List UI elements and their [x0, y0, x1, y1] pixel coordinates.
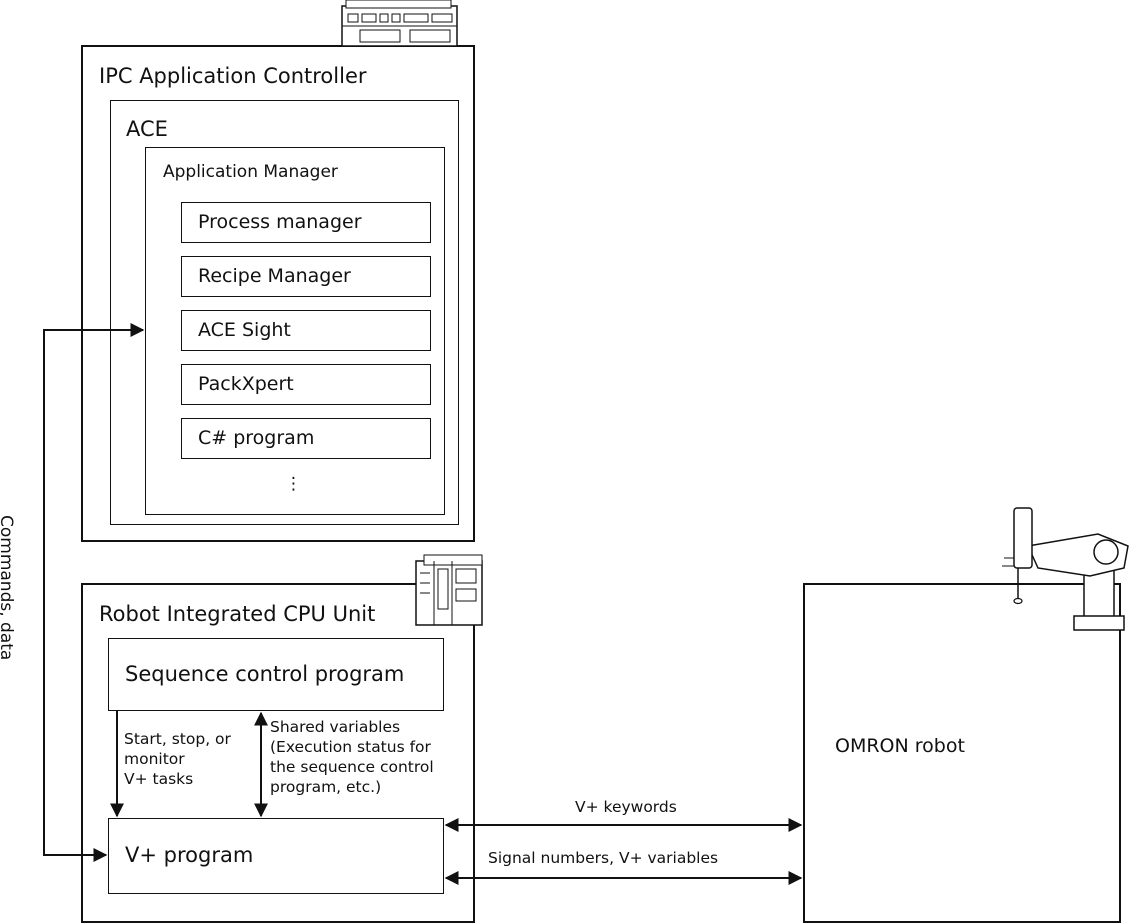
commands-data-label: Commands, data: [0, 515, 16, 661]
packxpert-module: PackXpert: [181, 364, 431, 405]
sequence-control-program-label: Sequence control program: [125, 662, 405, 686]
omron-robot-box: [803, 583, 1121, 923]
process-manager-module: Process manager: [181, 202, 431, 243]
ace-sight-module: ACE Sight: [181, 310, 431, 351]
cpu-unit-hardware-icon: [415, 554, 483, 626]
ipc-hardware-icon: [341, 0, 458, 47]
recipe-manager-module: Recipe Manager: [181, 256, 431, 297]
scara-robot-icon: [1002, 507, 1129, 631]
more-modules-ellipsis: ⋮: [285, 474, 302, 494]
shared-variables-label-4: program, etc.): [270, 778, 382, 796]
start-stop-label-3: V+ tasks: [124, 770, 194, 788]
ipc-controller-title: IPC Application Controller: [99, 64, 367, 88]
vplus-program-box: [108, 818, 444, 894]
shared-variables-label-1: Shared variables: [270, 718, 401, 736]
csharp-program-module: C# program: [181, 418, 431, 459]
vplus-program-label: V+ program: [125, 843, 254, 867]
application-manager-title: Application Manager: [163, 162, 338, 182]
sequence-control-program-box: [108, 638, 444, 711]
start-stop-label-1: Start, stop, or: [124, 730, 231, 748]
shared-variables-label-2: (Execution status for: [270, 738, 431, 756]
omron-robot-title: OMRON robot: [835, 735, 965, 757]
vplus-keywords-label: V+ keywords: [575, 798, 677, 816]
shared-variables-label-3: the sequence control: [270, 758, 434, 776]
robot-cpu-unit-title: Robot Integrated CPU Unit: [99, 602, 376, 626]
start-stop-label-2: monitor: [124, 750, 185, 768]
ace-title: ACE: [126, 117, 168, 141]
signal-numbers-label: Signal numbers, V+ variables: [488, 849, 719, 867]
